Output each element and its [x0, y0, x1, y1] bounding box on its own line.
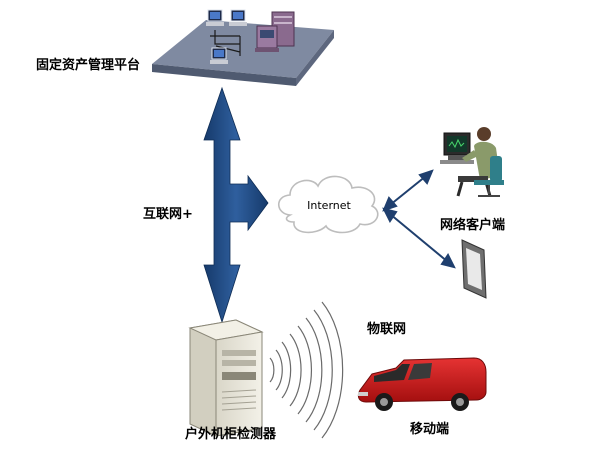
iot-label: 物联网	[367, 322, 407, 337]
double-arrow-icon	[203, 86, 269, 324]
van-icon	[357, 357, 487, 411]
cloud-icon	[277, 175, 379, 234]
tablet-icon	[461, 239, 487, 299]
cloud-label: Internet	[307, 199, 351, 212]
mobile-label: 移动端	[410, 422, 450, 437]
cabinet-detector-label: 户外机柜检测器	[185, 427, 277, 442]
network-client-label: 网络客户端	[440, 218, 506, 233]
workstation-user-icon	[440, 127, 504, 197]
internet-plus-label: 互联网+	[143, 207, 193, 222]
wireless-signal-icon	[269, 301, 344, 439]
network-platform-icon	[152, 9, 334, 86]
server-cabinet-icon	[188, 319, 264, 437]
cloud-client-connector	[382, 169, 456, 269]
platform-label: 固定资产管理平台	[36, 58, 141, 73]
